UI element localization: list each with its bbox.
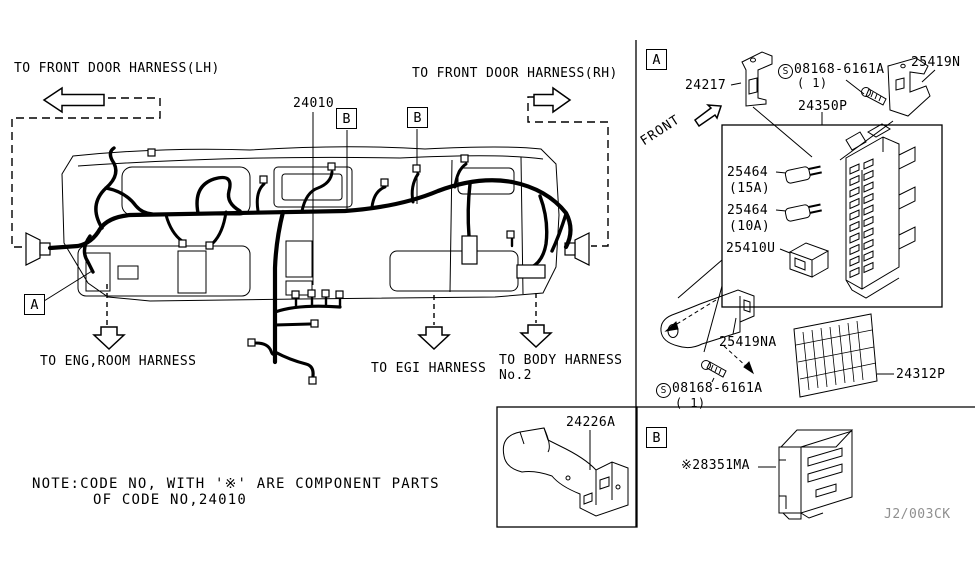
label-part-25419na: 25419NA — [719, 335, 777, 350]
label-part-28351ma: ※28351MA — [681, 458, 750, 473]
detail-b-art — [758, 429, 854, 520]
label-screw-upper-qty: ( 1) — [797, 76, 828, 90]
door-connectors — [25, 232, 590, 266]
screw-lower — [701, 360, 727, 383]
label-part-24217: 24217 — [685, 78, 727, 93]
label-front-door-lh: TO FRONT DOOR HARNESS(LH) — [14, 61, 220, 76]
label-body-harness-1: TO BODY HARNESS — [499, 353, 623, 368]
arrow-down-egi — [417, 326, 451, 351]
label-fuse-lower-rating: (10A) — [729, 219, 771, 234]
bracket-24217 — [730, 51, 773, 107]
label-fuse-upper-rating: (15A) — [729, 181, 771, 196]
arrow-down-body — [519, 324, 553, 349]
detail-a-art — [660, 51, 943, 398]
front-arrow — [693, 104, 723, 128]
fuse-15a — [784, 165, 822, 184]
label-eng-room-harness: TO ENG,ROOM HARNESS — [40, 354, 197, 369]
relay-25410u — [789, 242, 830, 278]
label-part-25419n: 25419N — [911, 55, 961, 70]
fuse-label-plate — [793, 313, 894, 398]
label-fuse-upper: 25464 — [727, 165, 769, 180]
clamp-24226a-art — [502, 427, 629, 517]
bracket-25419n — [887, 57, 936, 117]
panel-dividers — [496, 40, 975, 528]
callout-b1-main: B — [336, 108, 357, 129]
junction-block — [845, 123, 916, 299]
label-part-25410u: 25410U — [726, 241, 776, 256]
callout-a-main: A — [24, 294, 45, 315]
label-part-24350p: 24350P — [798, 99, 848, 114]
arrow-left-lh — [42, 86, 105, 114]
label-fuse-lower: 25464 — [727, 203, 769, 218]
arrow-right-rh — [533, 86, 572, 114]
callout-a-detail: A — [646, 49, 667, 70]
harness-wires — [47, 146, 573, 378]
callout-b2-main: B — [407, 107, 428, 128]
dashboard-outline — [61, 146, 560, 302]
leader-lines — [43, 112, 418, 302]
label-harness-part-24010: 24010 — [293, 96, 335, 111]
note-line1: NOTE:CODE NO, WITH '※' ARE COMPONENT PAR… — [32, 476, 440, 492]
label-egi-harness: TO EGI HARNESS — [371, 361, 487, 376]
drawing-code: J2/003CK — [884, 507, 951, 522]
note-line2: OF CODE NO,24010 — [93, 492, 248, 508]
direction-arrows — [42, 86, 723, 351]
label-front-door-rh: TO FRONT DOOR HARNESS(RH) — [412, 66, 618, 81]
label-part-24312p: 24312P — [896, 367, 946, 382]
arrow-down-eng — [92, 326, 126, 351]
label-screw-lower-qty: ( 1) — [675, 396, 706, 410]
screw-upper — [845, 79, 887, 106]
dashed-routing — [11, 96, 609, 325]
label-screw-lower: 08168-6161A — [672, 381, 763, 396]
circled-s-icon-upper: S — [778, 64, 793, 79]
callout-b-detail: B — [646, 427, 667, 448]
bracket-25419na — [660, 289, 755, 375]
label-screw-upper: 08168-6161A — [794, 62, 885, 77]
fuse-10a — [784, 203, 822, 222]
circled-s-icon-lower: S — [656, 383, 671, 398]
connector-squares — [147, 148, 546, 385]
label-part-24226a: 24226A — [566, 415, 616, 430]
label-body-harness-2: No.2 — [499, 368, 532, 383]
